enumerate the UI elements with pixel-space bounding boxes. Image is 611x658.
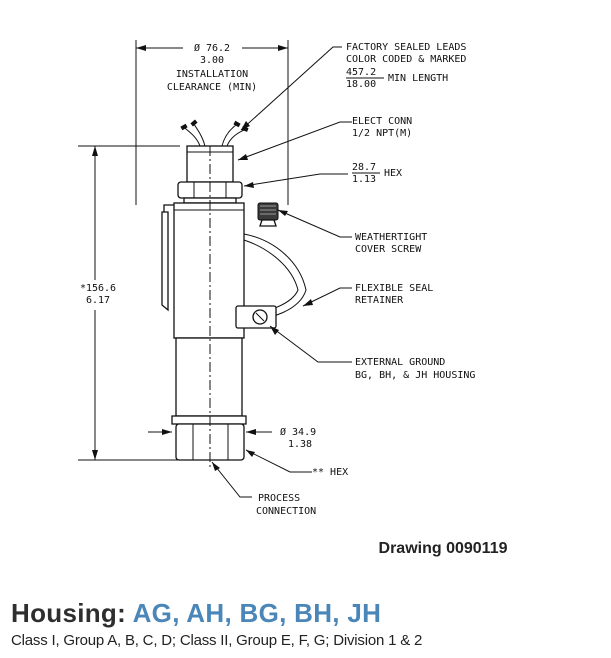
switch-body	[161, 119, 307, 470]
callout-leads-line-2: COLOR CODED & MARKED	[346, 54, 466, 65]
callout-leads-line-1: FACTORY SEALED LEADS	[346, 42, 466, 53]
clearance-dim-line-3: INSTALLATION	[176, 69, 248, 80]
callout-leads: FACTORY SEALED LEADS COLOR CODED & MARKE…	[240, 42, 466, 131]
technical-drawing: Ø 76.2 3.00 INSTALLATION CLEARANCE (MIN)…	[78, 40, 475, 517]
callout-process-line-1: PROCESS	[258, 493, 300, 504]
callout-elect-conn: ELECT CONN 1/2 NPT(M)	[237, 116, 412, 161]
housing-heading: Housing: AG, AH, BG, BH, JH	[11, 598, 381, 629]
height-dimension: *156.6 6.17	[78, 145, 180, 461]
callout-cover-line-2: COVER SCREW	[355, 244, 422, 255]
hex-bottom-label: ** HEX	[312, 467, 348, 478]
leads-length-1: 457.2	[346, 67, 376, 78]
callout-ground-line-2: BG, BH, & JH HOUSING	[355, 370, 475, 381]
callout-ground: EXTERNAL GROUND BG, BH, & JH HOUSING	[269, 325, 475, 381]
callout-ground-line-1: EXTERNAL GROUND	[355, 357, 445, 368]
callout-conn-line-2: 1/2 NPT(M)	[352, 128, 412, 139]
housing-codes: AG, AH, BG, BH, JH	[132, 598, 382, 628]
callout-conn-line-1: ELECT CONN	[352, 116, 412, 127]
height-dim-line-1: *156.6	[80, 283, 116, 294]
hex-bottom-dimension: ** HEX	[245, 449, 348, 478]
housing-classification: Class I, Group A, B, C, D; Class II, Gro…	[11, 632, 423, 649]
diameter-line-2: 1.38	[288, 439, 312, 450]
hex-top-suffix: HEX	[384, 168, 402, 179]
clearance-dim-line-4: CLEARANCE (MIN)	[167, 82, 257, 93]
callout-process: PROCESS CONNECTION	[211, 461, 316, 517]
diameter-dimension: Ø 34.9 1.38	[148, 426, 316, 450]
drawing-number: Drawing 0090119	[378, 540, 508, 557]
housing-label: Housing:	[11, 598, 127, 628]
hex-top-dimension: 28.7 1.13 HEX	[243, 162, 402, 188]
diameter-line-1: Ø 34.9	[280, 426, 316, 438]
leads-length-2: 18.00	[346, 79, 376, 90]
hex-top-line-2: 1.13	[352, 174, 376, 185]
callout-cover-line-1: WEATHERTIGHT	[355, 232, 427, 243]
clearance-dimension: Ø 76.2 3.00 INSTALLATION CLEARANCE (MIN)	[135, 40, 289, 205]
callout-cover-screw: WEATHERTIGHT COVER SCREW	[277, 209, 427, 255]
leads-length-suffix: MIN LENGTH	[388, 73, 448, 84]
callout-seal: FLEXIBLE SEAL RETAINER	[302, 283, 433, 307]
clearance-dim-line-2: 3.00	[200, 55, 224, 66]
callout-seal-line-1: FLEXIBLE SEAL	[355, 283, 433, 294]
callout-seal-line-2: RETAINER	[355, 295, 404, 306]
height-dim-line-2: 6.17	[86, 295, 110, 306]
hex-top-line-1: 28.7	[352, 162, 376, 173]
clearance-dim-line-1: Ø 76.2	[194, 42, 230, 54]
callout-process-line-2: CONNECTION	[256, 506, 316, 517]
